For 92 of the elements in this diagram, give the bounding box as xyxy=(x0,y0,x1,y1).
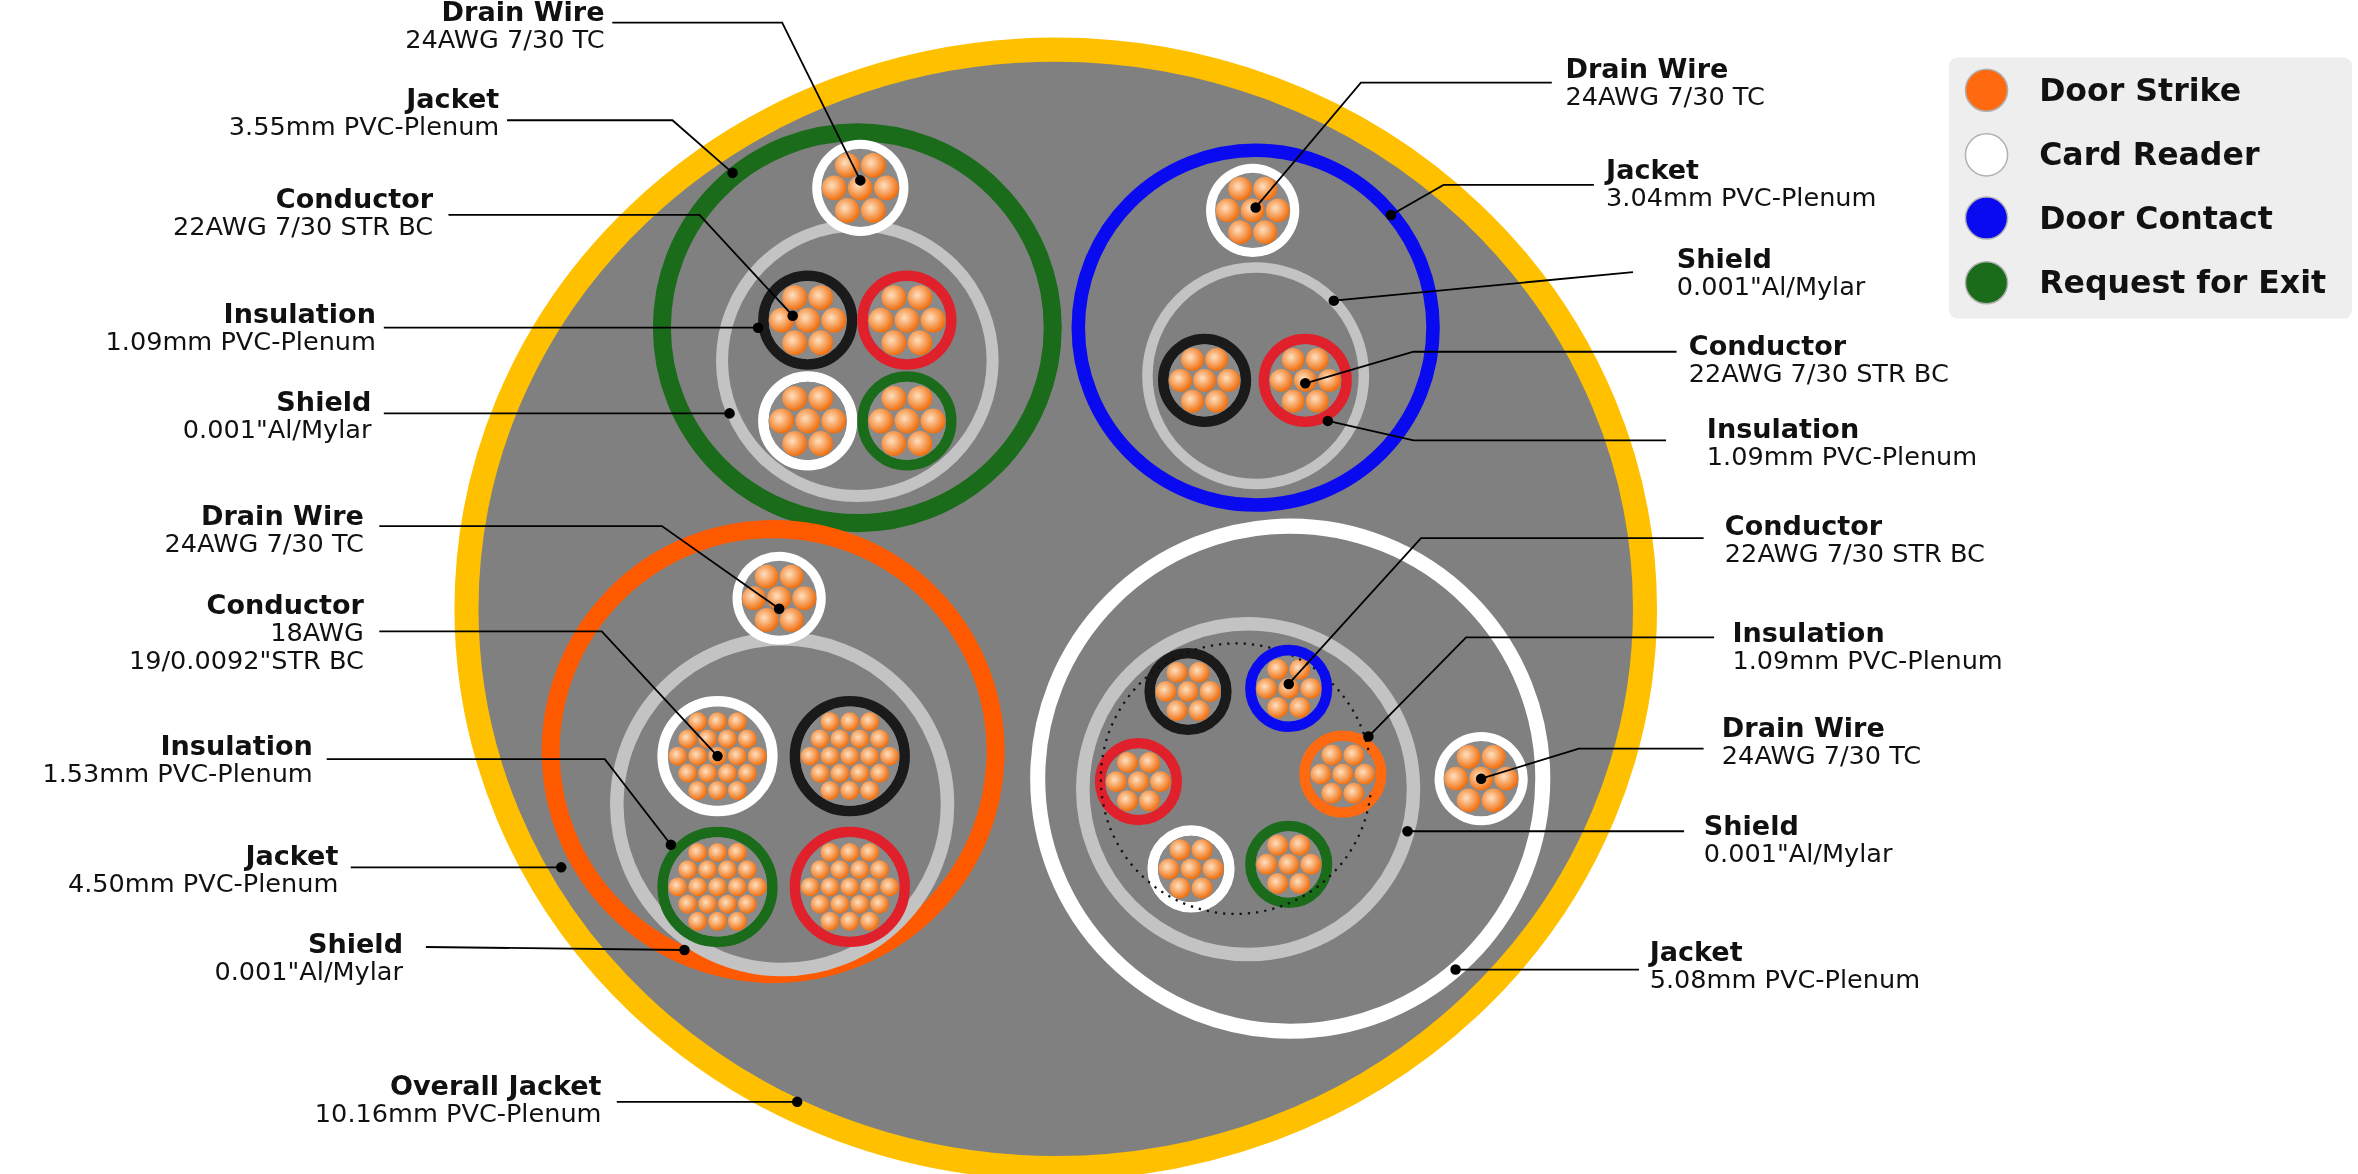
part-spec: 24AWG 7/30 TC xyxy=(1721,741,1922,770)
part-spec: 0.001"Al/Mylar xyxy=(1676,272,1866,301)
part-name: Drain Wire xyxy=(200,500,364,530)
part-name: Shield xyxy=(275,386,372,416)
insulation-ring xyxy=(758,270,858,370)
insulation-ring xyxy=(657,826,778,947)
part-name: Jacket xyxy=(1606,154,1701,184)
part-spec: 24AWG 7/30 TC xyxy=(1565,82,1765,112)
leader-line xyxy=(1250,81,1553,213)
part-spec: 22AWG 7/30 STR BC xyxy=(1688,359,1949,388)
part-spec: 24AWG 7/30 TC xyxy=(164,529,364,558)
part-spec: 4.50mm PVC-Plenum xyxy=(67,869,339,898)
jacket-ring xyxy=(541,520,1005,984)
insulated-wire xyxy=(1147,825,1235,913)
part-spec: 1.53mm PVC-Plenum xyxy=(42,759,313,788)
leader-line xyxy=(1322,415,1667,442)
part-name: Conductor xyxy=(205,589,364,619)
legend-label: Door Contact xyxy=(2039,200,2273,237)
part-spec: 22AWG 7/30 STR BC xyxy=(173,212,434,241)
insulation-ring xyxy=(1258,333,1352,427)
conductor-core xyxy=(1255,655,1322,722)
insulated-wire xyxy=(857,270,957,370)
leader-line xyxy=(378,525,785,615)
part-spec: 0.001"Al/Mylar xyxy=(182,415,372,444)
leader-line xyxy=(1363,636,1716,742)
drain-wire xyxy=(812,139,909,236)
leader-line xyxy=(382,408,735,419)
leader-line xyxy=(1328,271,1634,306)
jacket-ring xyxy=(1071,143,1440,512)
part-spec: 1.09mm PVC-Plenum xyxy=(1706,442,1978,471)
conductor-core xyxy=(667,706,768,806)
insulated-wire xyxy=(758,371,858,471)
conductor-core xyxy=(1269,344,1342,417)
part-name: Conductor xyxy=(274,183,434,213)
insulated-wire xyxy=(1157,333,1252,427)
conductor-core xyxy=(768,281,847,360)
jacket-ring xyxy=(1030,518,1551,1039)
part-name: Shield xyxy=(306,929,403,958)
drain-wire xyxy=(1206,163,1300,258)
leader-line xyxy=(325,758,677,851)
part-name: Shield xyxy=(1676,243,1773,273)
insulation-ring xyxy=(1299,730,1387,818)
insulated-wire xyxy=(1245,820,1333,908)
part-name: Shield xyxy=(1703,810,1800,840)
insulated-wire xyxy=(789,826,910,947)
part-name: Overall Jacket xyxy=(388,1070,602,1100)
part-spec: 24AWG 7/30 TC xyxy=(405,25,605,55)
leader-line xyxy=(1385,184,1595,221)
part-spec: 1.09mm PVC-Plenum xyxy=(1732,646,2003,676)
leader-line xyxy=(1300,350,1678,389)
drain-wire xyxy=(732,551,826,645)
leader-line xyxy=(1283,537,1705,690)
part-spec: 10.16mm PVC-Plenum xyxy=(314,1099,602,1128)
part-spec: 0.001"Al/Mylar xyxy=(214,957,403,987)
legend-label: Door Strike xyxy=(2039,72,2242,109)
insulated-wire xyxy=(1144,647,1232,736)
leader-line xyxy=(378,630,723,762)
leader-line xyxy=(506,119,738,179)
part-name: Conductor xyxy=(1724,511,1884,540)
part-spec: 18AWG 19/0.0092"STR BC xyxy=(127,618,364,676)
part-name: Insulation xyxy=(222,299,376,328)
leader-line xyxy=(425,944,690,956)
leader-line xyxy=(1450,964,1640,975)
part-spec: 0.001"Al/Mylar xyxy=(1703,839,1893,868)
leader-line xyxy=(1402,826,1685,837)
insulated-wire xyxy=(1094,738,1182,826)
leader-line xyxy=(447,214,798,321)
part-spec: 22AWG 7/30 STR BC xyxy=(1724,539,1985,569)
legend-label: Card Reader xyxy=(2039,136,2260,173)
shield-ring xyxy=(1142,262,1370,490)
part-name: Jacket xyxy=(1649,936,1744,966)
leader-line xyxy=(349,862,567,873)
insulated-wire xyxy=(857,371,957,471)
legend-label: Request for Exit xyxy=(2039,263,2327,300)
part-name: Drain Wire xyxy=(1721,712,1886,742)
part-name: Jacket xyxy=(403,84,500,113)
part-name: Jacket xyxy=(244,840,339,870)
insulated-wire xyxy=(789,696,910,817)
part-spec: 1.09mm PVC-Plenum xyxy=(105,327,376,357)
part-name: Conductor xyxy=(1688,330,1848,360)
part-name: Insulation xyxy=(1732,618,1886,647)
part-name: Insulation xyxy=(1706,413,1861,443)
part-name: Insulation xyxy=(159,730,313,760)
shield-ring xyxy=(1076,617,1421,962)
leader-line xyxy=(382,322,764,333)
leader-line xyxy=(1475,747,1705,784)
part-name: Drain Wire xyxy=(1565,54,1730,83)
leader-line xyxy=(611,21,866,186)
jacket-ring xyxy=(652,123,1062,533)
part-name: Drain Wire xyxy=(440,0,605,26)
drain-wire xyxy=(1434,732,1528,826)
leader-line xyxy=(615,1096,803,1108)
